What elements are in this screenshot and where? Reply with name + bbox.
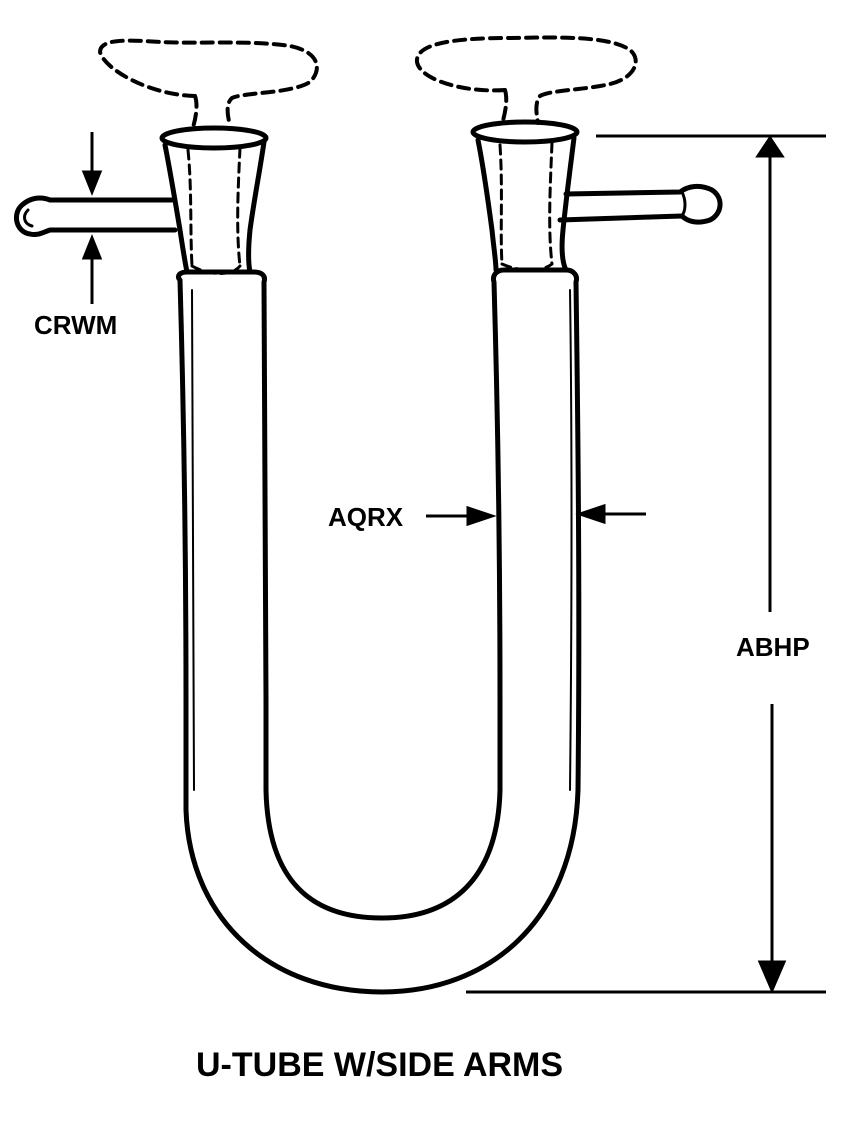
aqrx-left-arrowhead — [466, 505, 497, 527]
abhp-label: ABHP — [736, 632, 810, 662]
u-tube-outer-wall — [175, 267, 582, 995]
right-side-arm-ridge — [680, 190, 687, 218]
aqrx-label: AQRX — [328, 502, 404, 532]
left-neck-ring — [159, 125, 269, 151]
left-stopper-outline — [98, 38, 319, 129]
u-tube-inner-contour — [191, 289, 573, 791]
left-joint — [162, 139, 267, 275]
diagram-caption: U-TUBE W/SIDE ARMS — [196, 1046, 564, 1084]
right-stopper-outline — [415, 35, 638, 126]
right-side-arm — [557, 183, 723, 225]
abhp-top-arrowhead — [755, 135, 785, 158]
crwm-bottom-arrowhead — [81, 233, 103, 260]
right-joint — [475, 135, 577, 273]
crwm-label: CRWM — [34, 310, 118, 340]
left-side-arm-tip — [23, 208, 34, 228]
right-neck-ring — [470, 119, 580, 145]
left-joint-inner-dashed — [186, 146, 242, 275]
right-joint-inner-dashed — [498, 141, 554, 272]
left-side-arm — [13, 195, 178, 237]
crwm-top-arrowhead — [81, 170, 103, 197]
abhp-bottom-arrowhead — [757, 960, 787, 994]
aqrx-right-arrowhead — [575, 503, 606, 525]
